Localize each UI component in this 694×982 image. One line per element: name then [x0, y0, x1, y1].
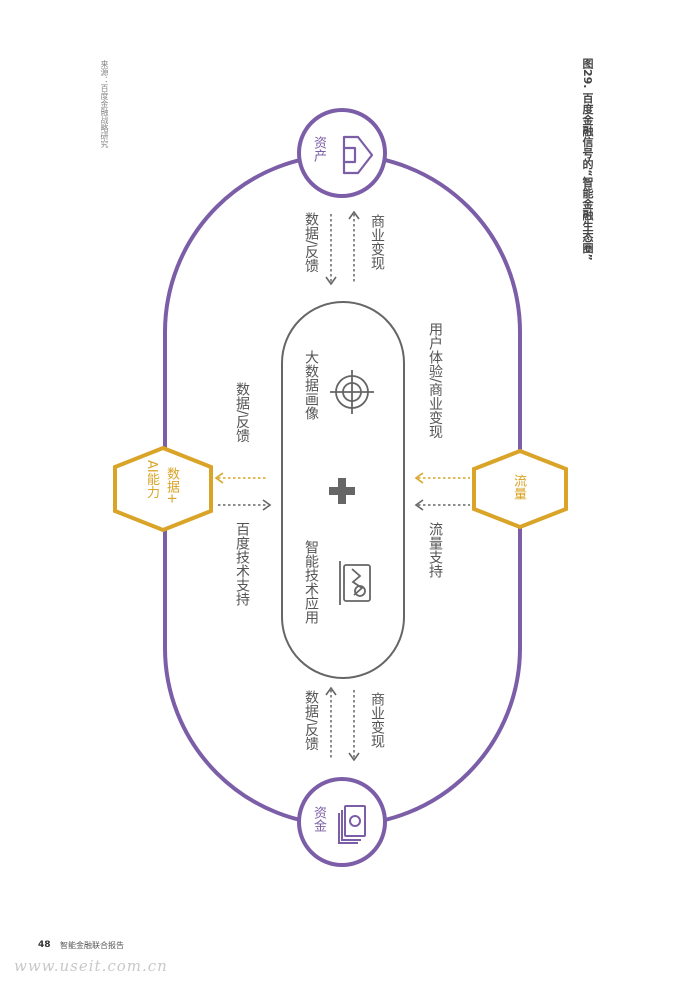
report-title: 智能金融联合报告: [60, 941, 124, 950]
flow-label-top-left: 数据/反馈: [303, 212, 319, 273]
data-ai-label-line2: AI能力: [144, 460, 159, 499]
flow-label-right-lower: 流量支持: [427, 522, 443, 578]
assets-node-circle: [297, 108, 387, 198]
page-number: 48: [38, 940, 51, 950]
data-ai-hexagon: [113, 445, 213, 533]
flow-label-left-lower: 百度技术支持: [234, 522, 250, 606]
flow-label-right-upper: 用户体验/商业变现: [427, 322, 443, 439]
flow-label-bottom-left: 数据/反馈: [303, 690, 319, 751]
figure-source: 来源：百度金融战略研究: [100, 60, 109, 148]
gear-monitor-icon: [339, 561, 371, 605]
money-icon: [338, 805, 366, 844]
flow-label-left-upper: 数据/反馈: [234, 382, 250, 443]
assets-label: 资产: [311, 136, 326, 162]
traffic-hexagon: [472, 448, 568, 530]
flow-label-top-right: 商业变现: [369, 214, 385, 270]
watermark: www.useit.com.cn: [14, 957, 168, 975]
big-data-label: 大数据画像: [303, 350, 319, 420]
house-icon: [342, 135, 374, 175]
target-icon: [330, 370, 374, 414]
data-ai-label-line1: 数据+: [164, 467, 179, 504]
smart-tech-label: 智能技术应用: [303, 540, 319, 624]
plus-icon: [329, 478, 355, 504]
figure-title: 图29. 百度金融信号的“智能金融生态圈”: [581, 58, 594, 261]
flow-label-bottom-right: 商业变现: [369, 692, 385, 748]
funds-label: 资金: [311, 806, 326, 832]
traffic-label: 流量: [511, 474, 526, 500]
